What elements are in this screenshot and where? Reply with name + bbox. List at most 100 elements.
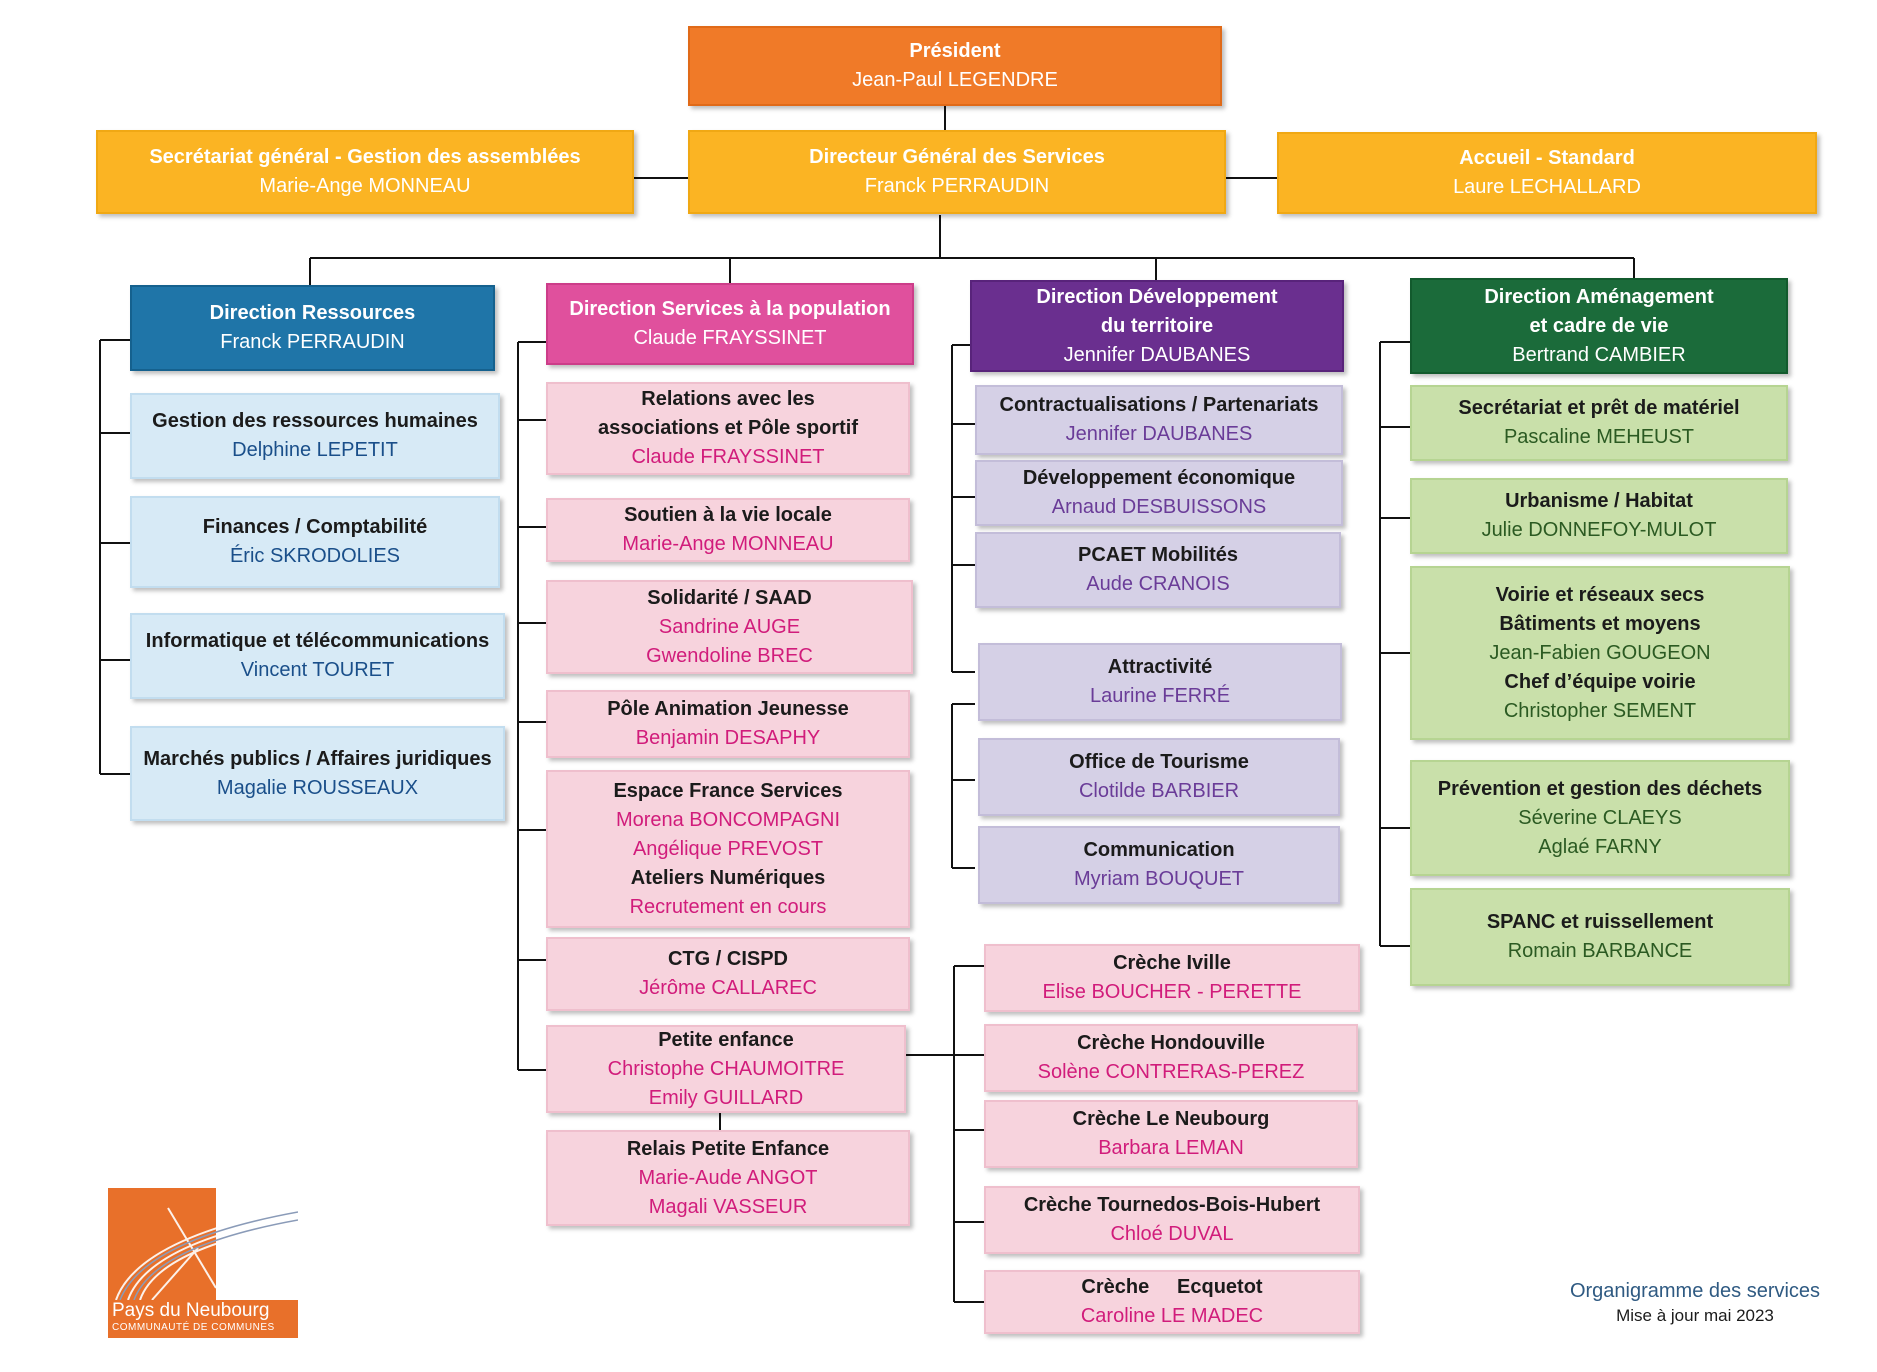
service-title: Bâtiments et moyens <box>1499 612 1701 635</box>
service-title: Finances / Comptabilité <box>202 516 428 538</box>
service-box: Gestion des ressources humaines Delphine… <box>130 393 500 479</box>
service-person: Delphine LEPETIT <box>232 439 398 461</box>
dgs-box: Directeur Général des Services Franck PE… <box>688 130 1226 214</box>
service-box: Soutien à la vie locale Marie-Ange MONNE… <box>546 498 910 562</box>
service-title: Voirie et réseaux secs <box>1495 583 1705 606</box>
service-title: associations et Pôle sportif <box>597 417 859 439</box>
logo-name: Pays du Neubourg <box>112 1300 270 1321</box>
service-person: Morena BONCOMPAGNI <box>615 808 841 831</box>
direction-population-title: Direction Services à la population <box>569 298 891 320</box>
service-title: Gestion des ressources humaines <box>152 410 478 432</box>
creche-person: Elise BOUCHER - PERETTE <box>1042 981 1302 1003</box>
dgs-title: Directeur Général des Services <box>809 146 1105 168</box>
service-title: Urbanisme / Habitat <box>1505 490 1693 512</box>
service-person: Magalie ROUSSEAUX <box>216 776 419 799</box>
service-box: Urbanisme / Habitat Julie DONNEFOY-MULOT <box>1410 478 1788 554</box>
service-box: Relations avec les associations et Pôle … <box>546 382 910 475</box>
service-box: Secrétariat et prêt de matériel Pascalin… <box>1410 385 1788 461</box>
president-box: Président Jean-Paul LEGENDRE <box>688 26 1222 106</box>
dgs-name: Franck PERRAUDIN <box>864 175 1050 197</box>
service-person: Éric SKRODOLIES <box>229 545 401 567</box>
direction-ressources-box: Direction Ressources Franck PERRAUDIN <box>130 285 495 371</box>
service-title: Relais Petite Enfance <box>626 1137 830 1160</box>
service-person: Aude CRANOIS <box>1086 573 1230 595</box>
secretariat-name: Marie-Ange MONNEAU <box>259 175 471 197</box>
service-person: Jérôme CALLAREC <box>639 977 817 999</box>
service-person: Benjamin DESAPHY <box>635 727 821 749</box>
creche-person: Solène CONTRERAS-PEREZ <box>1037 1061 1305 1083</box>
pays-du-neubourg-logo: Pays du Neubourg COMMUNAUTÉ DE COMMUNES <box>108 1188 299 1338</box>
direction-developpement-title1: Direction Développement <box>1036 285 1278 308</box>
footer-date: Mise à jour mai 2023 <box>1616 1306 1774 1325</box>
creche-box: Crèche Tournedos-Bois-Hubert Chloé DUVAL <box>984 1186 1360 1254</box>
service-box: Relais Petite Enfance Marie-Aude ANGOT M… <box>546 1130 910 1226</box>
service-person: Recrutement en cours <box>629 895 827 918</box>
service-box: Contractualisations / Partenariats Jenni… <box>975 385 1343 455</box>
service-box: Informatique et télécommunications Vince… <box>130 613 505 699</box>
direction-amenagement-box: Direction Aménagement et cadre de vie Be… <box>1410 278 1788 374</box>
service-title: SPANC et ruissellement <box>1486 911 1714 933</box>
creche-person: Barbara LEMAN <box>1098 1137 1244 1159</box>
service-title: CTG / CISPD <box>667 948 788 970</box>
service-title: Chef d’équipe voirie <box>1504 670 1696 693</box>
service-person: Christopher SEMENT <box>1503 699 1697 722</box>
service-title: Relations avec les <box>641 388 815 410</box>
service-person: Arnaud DESBUISSONS <box>1051 496 1267 518</box>
direction-amenagement-title1: Direction Aménagement <box>1484 285 1714 308</box>
direction-amenagement-title2: et cadre de vie <box>1529 314 1669 337</box>
service-person: Marie-Ange MONNEAU <box>622 533 834 555</box>
service-box: Espace France Services Morena BONCOMPAGN… <box>546 770 910 928</box>
service-title: PCAET Mobilités <box>1077 544 1238 566</box>
service-box: Finances / Comptabilité Éric SKRODOLIES <box>130 496 500 588</box>
direction-developpement-box: Direction Développement du territoire Je… <box>970 280 1344 372</box>
creche-title: Crèche Tournedos-Bois-Hubert <box>1023 1194 1321 1216</box>
service-title: Contractualisations / Partenariats <box>999 394 1319 416</box>
service-title: Attractivité <box>1107 656 1213 678</box>
service-title: Solidarité / SAAD <box>647 586 812 609</box>
service-box: Attractivité Laurine FERRÉ <box>978 643 1342 721</box>
service-title: Ateliers Numériques <box>630 866 826 889</box>
service-box: PCAET Mobilités Aude CRANOIS <box>975 532 1341 608</box>
service-person: Julie DONNEFOY-MULOT <box>1481 519 1717 541</box>
creche-box: Crèche Iville Elise BOUCHER - PERETTE <box>984 944 1360 1012</box>
service-title: Marchés publics / Affaires juridiques <box>143 747 492 770</box>
service-person: Sandrine AUGE <box>658 615 801 638</box>
service-person: Romain BARBANCE <box>1507 940 1693 962</box>
logo-graphic <box>108 1188 299 1338</box>
service-box: Solidarité / SAAD Sandrine AUGE Gwendoli… <box>546 580 913 674</box>
creche-title: Crèche Le Neubourg <box>1072 1108 1270 1130</box>
service-box: Prévention et gestion des déchets Séveri… <box>1410 760 1790 876</box>
direction-developpement-title2: du territoire <box>1100 314 1214 337</box>
service-box: Marchés publics / Affaires juridiques Ma… <box>130 726 505 821</box>
service-box: Voirie et réseaux secs Bâtiments et moye… <box>1410 566 1790 740</box>
secretariat-box: Secrétariat général - Gestion des assemb… <box>96 130 634 214</box>
direction-developpement-name: Jennifer DAUBANES <box>1063 343 1251 366</box>
service-box: Pôle Animation Jeunesse Benjamin DESAPHY <box>546 690 910 758</box>
service-person: Laurine FERRÉ <box>1089 685 1231 707</box>
creche-title: Crèche Hondouville <box>1077 1032 1265 1054</box>
service-box: Communication Myriam BOUQUET <box>978 826 1340 904</box>
creche-person: Chloé DUVAL <box>1110 1223 1234 1245</box>
service-person: Vincent TOURET <box>240 659 395 681</box>
service-title: Espace France Services <box>613 779 843 802</box>
service-person: Claude FRAYSSINET <box>631 446 825 468</box>
direction-population-name: Claude FRAYSSINET <box>633 327 827 349</box>
service-box: Office de Tourisme Clotilde BARBIER <box>978 738 1340 816</box>
creche-box: Crèche Le Neubourg Barbara LEMAN <box>984 1100 1358 1168</box>
service-person: Marie-Aude ANGOT <box>638 1166 818 1189</box>
service-person: Aglaé FARNY <box>1538 835 1662 858</box>
service-title: Informatique et télécommunications <box>145 630 490 652</box>
accueil-name: Laure LECHALLARD <box>1453 176 1641 198</box>
service-title: Petite enfance <box>658 1028 794 1051</box>
service-person: Jean-Fabien GOUGEON <box>1489 641 1711 664</box>
service-box: CTG / CISPD Jérôme CALLAREC <box>546 937 910 1011</box>
footer-title: Organigramme des services <box>1569 1280 1821 1302</box>
service-box: Petite enfance Christophe CHAUMOITRE Emi… <box>546 1025 906 1113</box>
service-person: Séverine CLAEYS <box>1518 806 1682 829</box>
service-person: Jennifer DAUBANES <box>1065 423 1253 445</box>
creche-title: Crèche Iville <box>1113 952 1231 974</box>
service-title: Développement économique <box>1022 467 1296 489</box>
creche-person: Caroline LE MADEC <box>1080 1305 1264 1327</box>
logo-subtitle: COMMUNAUTÉ DE COMMUNES <box>112 1322 275 1333</box>
